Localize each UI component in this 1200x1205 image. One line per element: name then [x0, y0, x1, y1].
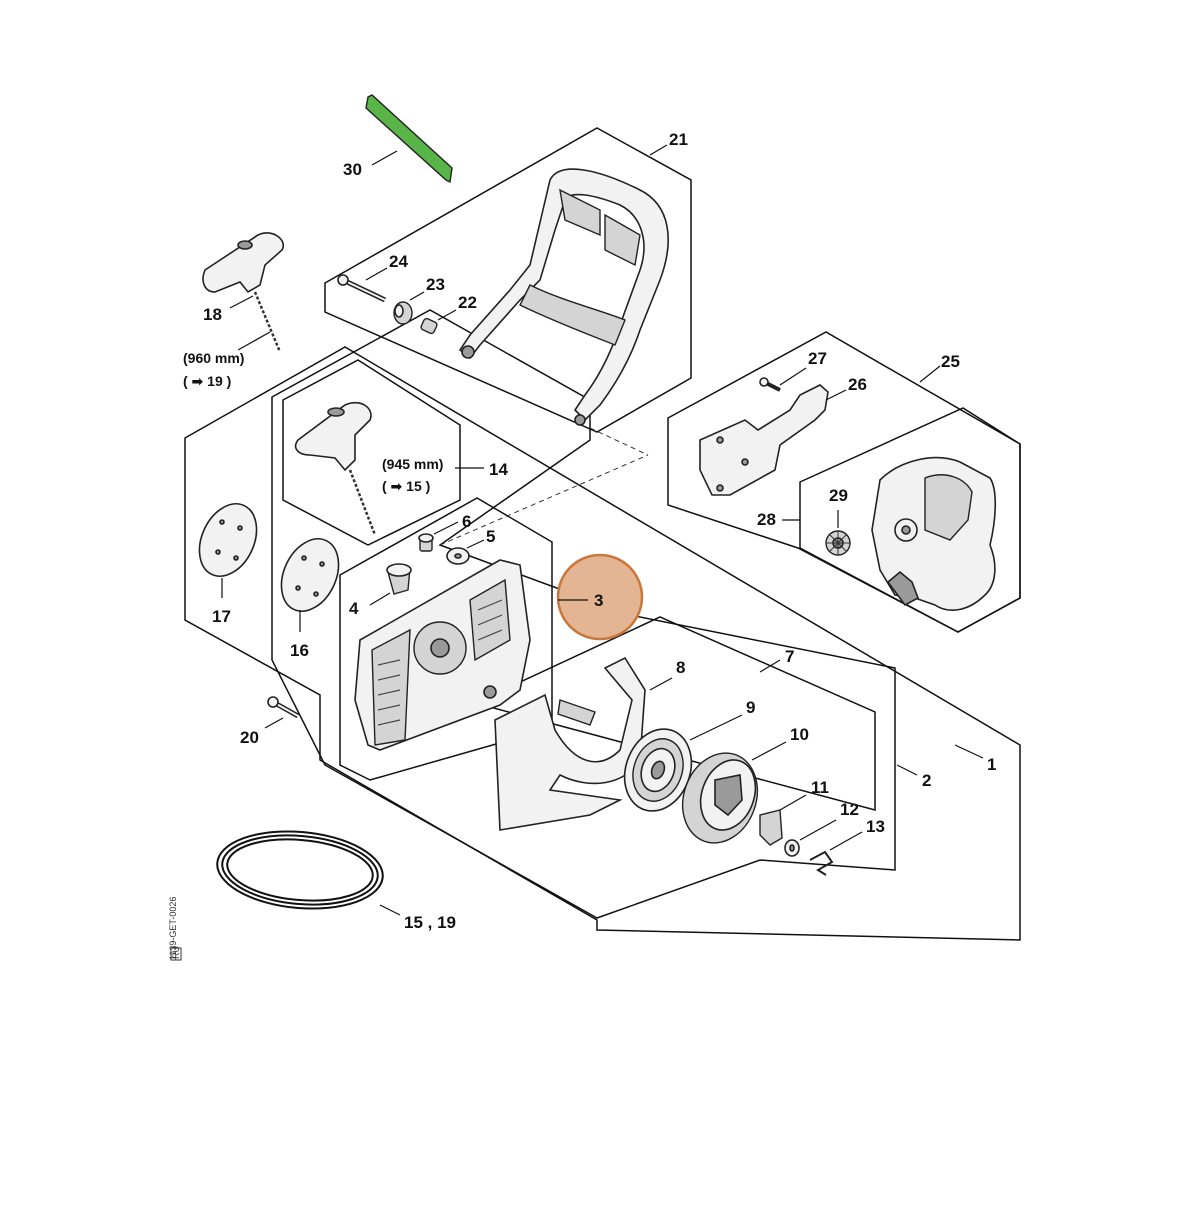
spring-clip-13-part	[809, 850, 834, 876]
document-flag: RU	[171, 946, 181, 959]
hand-guard-part	[458, 168, 669, 426]
screw-27-part	[759, 377, 781, 392]
callout-11: 11	[811, 778, 829, 797]
bushing-23-part	[393, 301, 413, 325]
washer-5-part	[446, 547, 470, 565]
shroud-28-part	[871, 456, 997, 611]
callout-1: 1	[987, 755, 996, 774]
callout-12: 12	[840, 800, 859, 819]
callout-21: 21	[669, 130, 688, 149]
rope-guide-8-part	[494, 656, 646, 831]
rope-ref-19: ( ➡ 19 )	[183, 373, 231, 389]
callout-18: 18	[203, 305, 222, 324]
pawl-11-part	[759, 809, 783, 846]
callout-5: 5	[486, 527, 495, 546]
callout-26: 26	[848, 375, 867, 394]
disc-17-part	[198, 503, 258, 577]
highlight-circle-part-3	[556, 553, 644, 641]
dashed-assembly-line	[439, 454, 649, 546]
starter-grip-18-part	[202, 232, 285, 353]
document-flag-box	[170, 947, 182, 961]
callout-3: 3	[594, 591, 603, 610]
callout-16: 16	[290, 641, 309, 660]
frame-handguard-group	[324, 127, 692, 433]
gear-29-part	[825, 530, 851, 556]
frame-handle-14	[282, 359, 461, 546]
callout-29: 29	[829, 486, 848, 505]
plate-26-part	[699, 384, 829, 496]
screw-24-part	[337, 274, 387, 303]
callout-27: 27	[808, 349, 827, 368]
screw-20-part	[267, 696, 300, 719]
callout-24: 24	[389, 252, 408, 271]
starter-grip-14-part	[294, 401, 377, 536]
callout-8: 8	[676, 658, 685, 677]
rope-rotor-10-part	[681, 752, 759, 844]
callout-9: 9	[746, 698, 755, 717]
sleeve-22-part	[420, 317, 438, 335]
callout-20: 20	[240, 728, 259, 747]
callout-22: 22	[458, 293, 477, 312]
gasket-strip	[365, 94, 453, 184]
dashed-assembly-line	[589, 427, 649, 456]
rope-length-945: (945 mm)	[382, 456, 443, 472]
callout-14: 14	[489, 460, 508, 479]
starter-rope-coil-part	[216, 830, 384, 910]
starter-cover-3-part	[354, 559, 531, 751]
disc-16-part	[280, 538, 340, 612]
frame-shroud	[799, 407, 1021, 633]
callout-30: 30	[343, 160, 362, 179]
frame-assembly-1	[184, 346, 1021, 941]
callout-7: 7	[785, 647, 794, 666]
document-id: 1139-GET-0026	[168, 897, 178, 960]
rope-ref-15: ( ➡ 15 )	[382, 478, 430, 494]
callout-2: 2	[922, 771, 931, 790]
callout-10: 10	[790, 725, 809, 744]
washer-12-part	[784, 839, 800, 857]
callout-28: 28	[757, 510, 776, 529]
callout-13: 13	[866, 817, 885, 836]
rewind-spring-9-part	[623, 728, 693, 812]
callout-25: 25	[941, 352, 960, 371]
rope-length-960: (960 mm)	[183, 350, 244, 366]
callout-17: 17	[212, 607, 231, 626]
callout-15-19: 15 , 19	[404, 913, 456, 932]
screw-6-part	[418, 533, 434, 552]
plug-4-part	[386, 563, 412, 595]
callout-6: 6	[462, 512, 471, 531]
callout-4: 4	[349, 599, 359, 618]
callout-23: 23	[426, 275, 445, 294]
